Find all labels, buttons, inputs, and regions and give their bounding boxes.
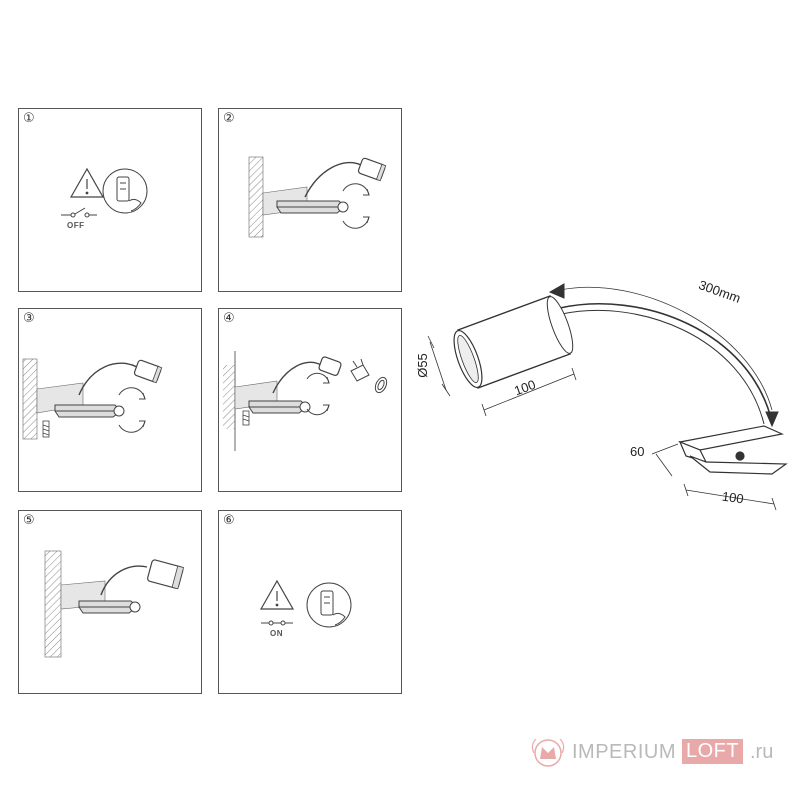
clip-height-label: 60	[630, 444, 645, 459]
power-off-illustration	[61, 167, 148, 218]
clip-tighten-illustration	[22, 358, 163, 440]
arc-dimension-arrows	[548, 283, 779, 428]
bulb-ring-icon	[374, 376, 388, 394]
rotate-arrows-icon	[306, 372, 330, 416]
watermark-ru: .ru	[750, 741, 774, 763]
wall-surface	[44, 550, 62, 658]
switch-off-icon	[61, 207, 97, 218]
step-4-panel: ④	[218, 308, 402, 492]
warning-icon	[259, 579, 295, 610]
step-1-panel: ① OFF	[18, 108, 202, 292]
lamp-head	[147, 559, 185, 590]
breaker-box-icon	[102, 168, 148, 214]
step-5-panel: ⑤	[18, 510, 202, 694]
bulb-install-illustration	[223, 351, 388, 451]
clip-attach-illustration	[248, 156, 387, 238]
screw-icon	[242, 410, 250, 426]
clamp	[677, 425, 788, 475]
power-on-illustration	[259, 579, 352, 628]
lamp-head	[318, 356, 342, 376]
clamp	[78, 600, 141, 614]
clip-height-dimension	[651, 443, 679, 477]
rotate-arrows-icon	[342, 183, 370, 229]
wall-surface	[22, 358, 38, 440]
switch-on-label: ON	[270, 629, 283, 638]
step-3-panel: ③	[18, 308, 202, 492]
step-6-panel: ⑥ ON	[218, 510, 402, 694]
diameter-dimension	[427, 335, 451, 397]
flexible-arm	[100, 565, 148, 596]
clamp	[248, 400, 311, 414]
watermark-imperium: IMPERIUM	[572, 741, 676, 763]
imperium-logo-icon	[531, 738, 565, 767]
flexible-arm	[272, 361, 322, 394]
head-diameter-label: Ø55	[414, 353, 430, 378]
rotate-arrows-icon	[118, 387, 146, 433]
step-2-panel: ②	[218, 108, 402, 292]
step-number: ⑥	[223, 513, 235, 528]
screw-icon	[42, 420, 50, 438]
clip-length-label: 100	[721, 488, 745, 507]
wall-surface	[248, 156, 264, 238]
step-number: ④	[223, 311, 235, 326]
switch-off-label: OFF	[67, 221, 85, 230]
lamp-head	[453, 295, 574, 389]
warning-icon	[69, 167, 105, 198]
flexible-arm	[559, 303, 773, 423]
watermark: IMPERIUM LOFT .ru	[528, 735, 793, 771]
clamp	[276, 200, 349, 214]
flexible-arm	[304, 161, 362, 198]
step-number: ③	[23, 311, 35, 326]
step-number: ⑤	[23, 513, 35, 528]
lamp-dimension-illustration	[427, 283, 788, 511]
head-length-dimension	[481, 367, 577, 417]
clip-length-dimension	[683, 483, 777, 511]
lamp-head	[357, 157, 387, 182]
clamp	[54, 404, 125, 418]
installed-lamp-illustration	[44, 550, 185, 658]
flexible-arm	[78, 362, 138, 396]
step-number: ①	[23, 111, 35, 126]
step-number: ②	[223, 111, 235, 126]
watermark-loft: LOFT	[682, 739, 744, 764]
switch-on-icon	[261, 620, 293, 626]
lamp-head	[133, 359, 163, 384]
dimension-drawing: 300mm Ø55 100 60 100	[410, 250, 800, 540]
breaker-box-icon	[306, 582, 352, 628]
bulb-icon	[350, 358, 370, 382]
